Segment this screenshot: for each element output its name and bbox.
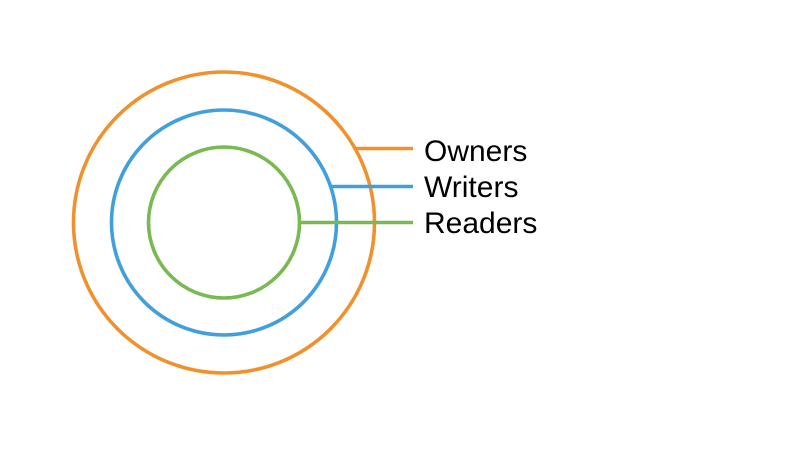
readers-label: Readers bbox=[424, 207, 537, 240]
writers-label: Writers bbox=[424, 171, 518, 204]
readers-circle bbox=[146, 145, 302, 300]
owners-label: Owners bbox=[424, 135, 527, 168]
